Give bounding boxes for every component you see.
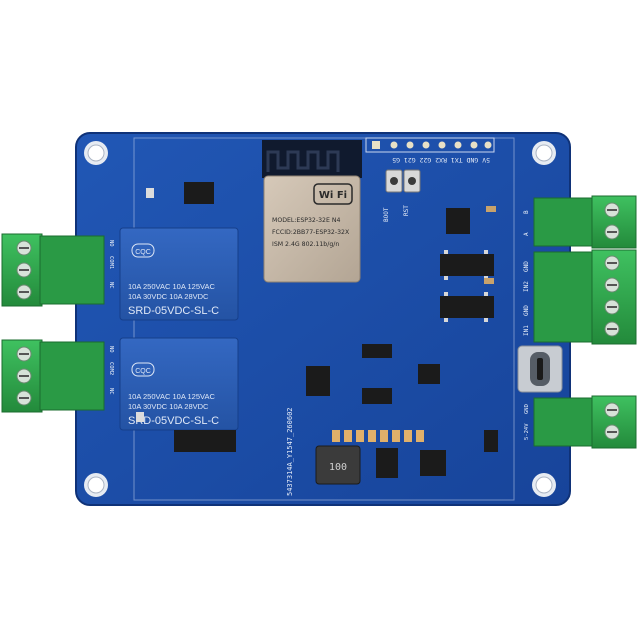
- input-label-gnd-1: GND: [523, 261, 530, 272]
- rst-label: RST: [403, 205, 410, 216]
- mounting-holes: [84, 141, 556, 497]
- ab-terminal: A B: [523, 195, 637, 249]
- input-terminal: GND IN2 GND IN1: [523, 249, 637, 345]
- pin-header: 5V GND TX1 RX2 G22 G21 G5: [365, 137, 495, 164]
- relay2-nc: NC: [108, 388, 114, 395]
- usb-c-port: [517, 345, 563, 393]
- relay1-no: NO: [108, 240, 114, 247]
- boot-label: BOOT: [383, 207, 390, 222]
- passives: [136, 188, 496, 442]
- module-fccid: FCCID:2BB77-ESP32-32X: [272, 229, 350, 236]
- module-ism: ISM 2.4G 802.11b/g/n: [272, 241, 339, 248]
- power-terminal: 5-24V GND: [524, 395, 637, 449]
- relay-2-cert: CQC: [135, 368, 151, 375]
- inductor: 100: [315, 445, 361, 485]
- relay2-no: NO: [108, 346, 114, 353]
- relay1-terminal: NO COM1 NC: [1, 233, 114, 307]
- relay2-terminal: NO COM2 NC: [1, 339, 114, 413]
- header-labels: 5V GND TX1 RX2 G22 G21 G5: [392, 156, 490, 164]
- relay1-com: COM1: [108, 256, 114, 269]
- ab-label-b: B: [523, 210, 530, 214]
- module-model: MODEL:ESP32-32E N4: [272, 217, 340, 224]
- input-label-in1: IN1: [523, 325, 530, 336]
- relay2-com: COM2: [108, 362, 114, 375]
- input-label-in2: IN2: [523, 281, 530, 292]
- wifi-logo: Wi Fi: [319, 190, 347, 201]
- relay-1-part: SRD-05VDC-SL-C: [128, 305, 219, 317]
- relay1-nc: NC: [108, 282, 114, 289]
- relay-1: CQC 10A 250VAC 10A 125VAC 10A 30VDC 10A …: [119, 227, 239, 321]
- power-label-gnd: GND: [524, 404, 530, 414]
- boot-button: BOOT: [383, 169, 403, 222]
- relay-2-spec-2: 10A 30VDC 10A 28VDC: [128, 402, 209, 411]
- relay-1-spec-2: 10A 30VDC 10A 28VDC: [128, 292, 209, 301]
- relay-2-part: SRD-05VDC-SL-C: [128, 415, 219, 427]
- power-label-v: 5-24V: [524, 423, 530, 440]
- relay-1-spec-1: 10A 250VAC 10A 125VAC: [128, 282, 215, 291]
- ab-label-a: A: [523, 232, 530, 236]
- components: [174, 182, 498, 478]
- esp32-module: Wi Fi MODEL:ESP32-32E N4 FCCID:2BB77-ESP…: [263, 175, 361, 283]
- relay-2-spec-1: 10A 250VAC 10A 125VAC: [128, 392, 215, 401]
- board-serial: 5437314A_Y1547_260602: [286, 407, 294, 496]
- input-label-gnd-2: GND: [523, 305, 530, 316]
- relay-2: CQC 10A 250VAC 10A 125VAC 10A 30VDC 10A …: [119, 337, 239, 431]
- relay-1-cert: CQC: [135, 249, 151, 256]
- inductor-code: 100: [329, 462, 347, 473]
- rst-button: RST: [403, 169, 421, 216]
